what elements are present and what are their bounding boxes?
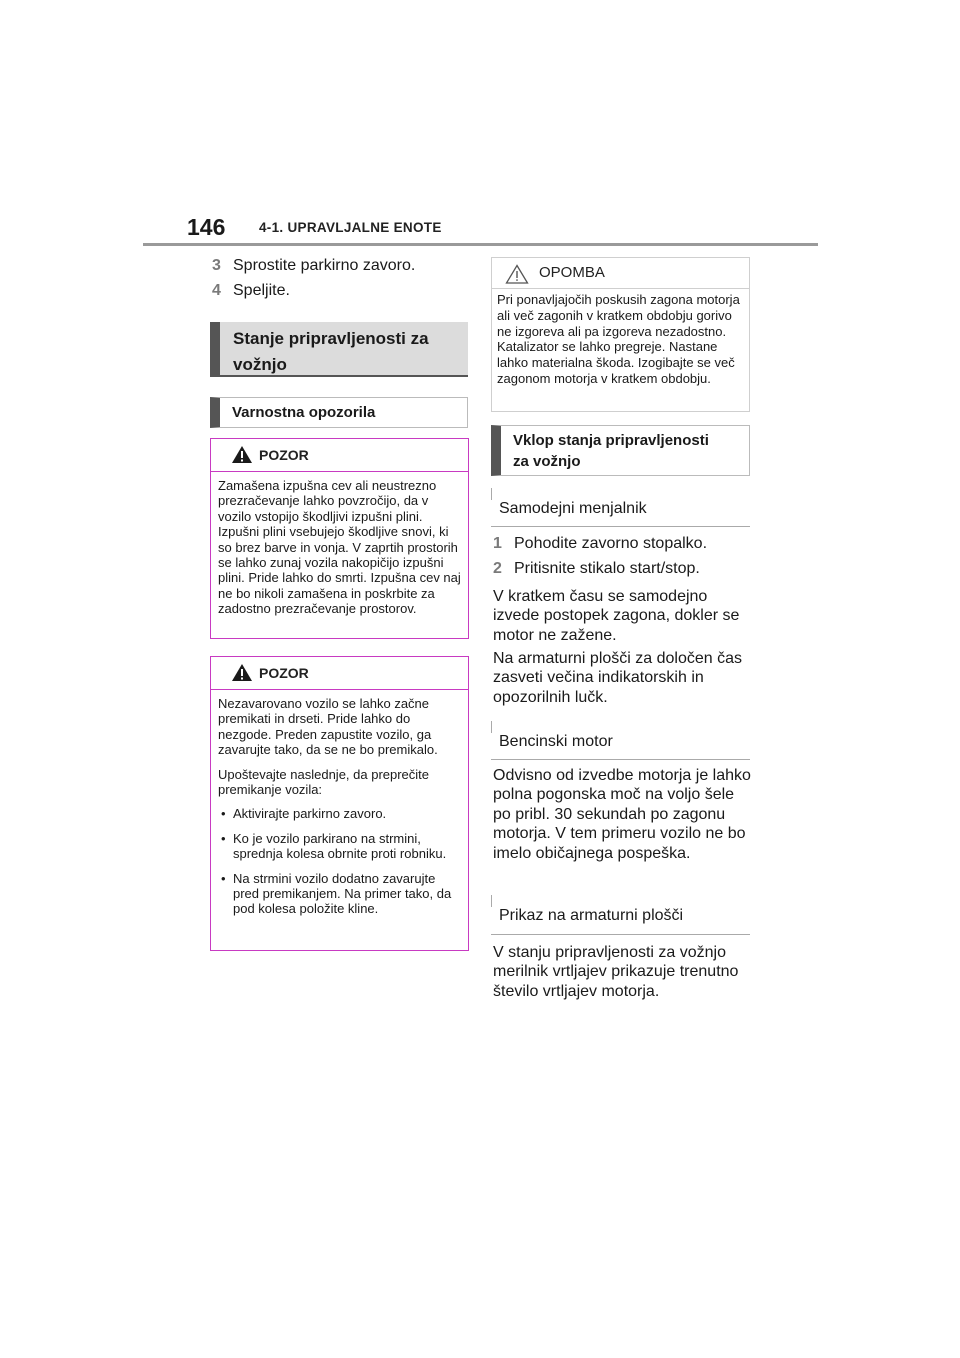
step-3: 3 Sprostite parkirno zavoro. [212, 257, 415, 275]
step-number: 2 [493, 560, 502, 577]
chapter-title: 4-1. UPRAVLJALNE ENOTE [259, 220, 442, 235]
sub-heading-ready-mode: Vklop stanja pripravljenosti za vožnjo [491, 425, 750, 476]
step-1: 1 Pohodite zavorno stopalko. [493, 535, 707, 553]
subsection-title: Bencinski motor [499, 733, 613, 750]
section-heading-rule [210, 375, 468, 377]
warning-title-bar: POZOR [211, 439, 468, 472]
caution-triangle-icon [505, 264, 529, 284]
warning-label: POZOR [259, 665, 309, 681]
sub-heading-line2: za vožnjo [513, 453, 581, 470]
page-number: 146 [187, 214, 226, 240]
step-4: 4 Speljite. [212, 282, 290, 300]
warning-text: Zamašena izpušna cev ali neustrezno prez… [218, 478, 461, 617]
subsection-title: Samodejni menjalnik [499, 500, 647, 517]
warning-content: Nezavarovano vozilo se lahko začne premi… [211, 690, 468, 917]
sub-heading-safety: Varnostna opozorila [210, 397, 468, 428]
step-text: Pohodite zavorno stopalko. [514, 535, 708, 552]
section-heading-line1: Stanje pripravljenosti za [233, 329, 429, 348]
warning-title-bar: POZOR [211, 657, 468, 690]
step-number: 3 [212, 257, 221, 274]
note-title-bar: OPOMBA [492, 258, 749, 289]
note-label: OPOMBA [539, 264, 605, 281]
list-item: Aktivirajte parkirno zavoro. [218, 806, 462, 822]
note-box: OPOMBA Pri ponavljajočih poskusih zagona… [491, 257, 750, 412]
step-text: Pritisnite stikalo start/stop. [514, 560, 700, 577]
subsection-marker [491, 895, 492, 907]
paragraph: Na armaturni plošči za določen čas zasve… [493, 650, 743, 706]
note-text: Pri ponavljajočih poskusih zagona motorj… [497, 292, 740, 386]
subsection-automatic-transmission: Samodejni menjalnik [491, 488, 750, 527]
subsection-title: Prikaz na armaturni plošči [499, 907, 684, 924]
header-divider [143, 243, 818, 246]
subsection-instrument-display: Prikaz na armaturni plošči [491, 895, 750, 935]
warning-box: POZOR Zamašena izpušna cev ali neustrezn… [210, 438, 469, 639]
step-number: 1 [493, 535, 502, 552]
section-heading: Stanje pripravljenosti za vožnjo [210, 322, 468, 377]
warning-label: POZOR [259, 447, 309, 463]
warning-paragraph: Nezavarovano vozilo se lahko začne premi… [218, 696, 438, 758]
step-number: 4 [212, 282, 221, 299]
section-heading-line2: vožnjo [233, 355, 287, 374]
warning-paragraph: Upoštevajte naslednje, da preprečite pre… [218, 766, 430, 798]
list-item: Na strmini vozilo dodatno zavarujte pred… [218, 871, 462, 917]
list-item: Ko je vozilo parkirano na strmini, spred… [218, 831, 462, 862]
subsection-marker [491, 721, 492, 733]
step-text: Sprostite parkirno zavoro. [233, 257, 416, 274]
step-2: 2 Pritisnite stikalo start/stop. [493, 560, 700, 578]
sub-heading-line1: Vklop stanja pripravljenosti [513, 432, 709, 449]
paragraph: Odvisno od izvedbe motorja je lahko poln… [493, 767, 751, 862]
subsection-petrol-engine: Bencinski motor [491, 721, 750, 760]
subsection-marker [491, 488, 492, 500]
warning-box: POZOR Nezavarovano vozilo se lahko začne… [210, 656, 469, 951]
warning-triangle-icon [232, 446, 252, 463]
warning-triangle-icon [232, 664, 252, 681]
paragraph: V kratkem času se samodejno izvede posto… [493, 588, 740, 644]
paragraph: V stanju pripravljenosti za vožnjo meril… [493, 944, 739, 1000]
warning-list: Aktivirajte parkirno zavoro. Ko je vozil… [218, 806, 462, 916]
step-text: Speljite. [233, 282, 290, 299]
